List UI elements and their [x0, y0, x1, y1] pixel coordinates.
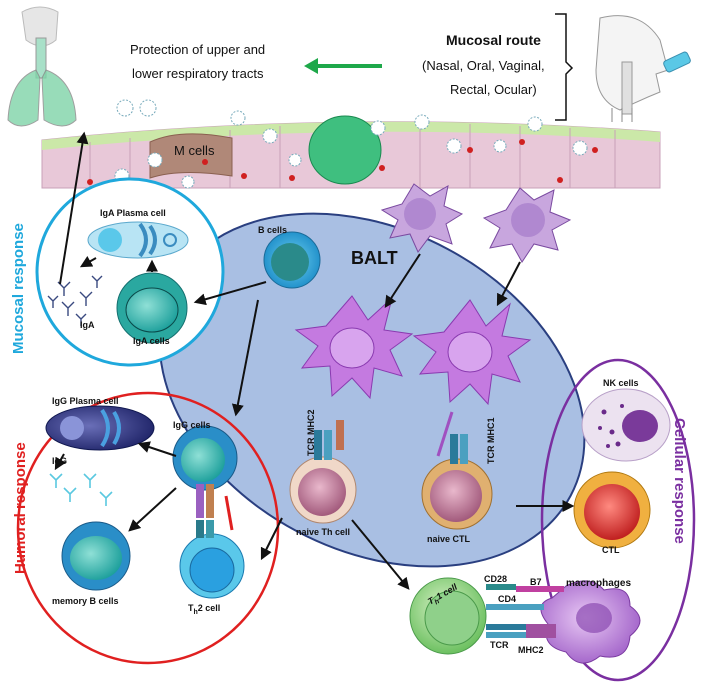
route-line2: Rectal, Ocular) — [450, 82, 537, 97]
tcr-mhc2-receptor — [314, 420, 344, 460]
th2-label: Th2 cell — [188, 603, 220, 616]
b-cell — [263, 231, 321, 289]
iga-cells-label: IgA cells — [133, 336, 170, 346]
cd28-label: CD28 — [484, 574, 508, 584]
igg-th2-receptor — [196, 484, 234, 538]
nasal-spray-face-icon — [595, 15, 691, 122]
nk-granules — [598, 404, 624, 448]
b-cells-label: B cells — [258, 225, 288, 235]
cd4-label: CD4 — [498, 594, 517, 604]
naive-th-label: naive Th cell — [296, 527, 351, 537]
dendritic-cell-2 — [482, 187, 572, 263]
antigen-particles — [103, 99, 588, 199]
naive-ctl-label: naive CTL — [427, 534, 471, 544]
tcr-mhc1-label: TCR MHC1 — [486, 417, 496, 465]
ctl-cell — [573, 471, 651, 549]
ctl-label: CTL — [602, 545, 620, 555]
route-line1: (Nasal, Oral, Vaginal, — [422, 58, 545, 73]
humoral-response-label: Humoral response — [12, 442, 29, 574]
balt-title: BALT — [351, 248, 398, 268]
antigen-red-markers — [87, 139, 598, 185]
mhc2-label: MHC2 — [518, 645, 544, 655]
protection-line1: Protection of upper and — [130, 42, 266, 57]
green-arrow-head — [304, 58, 318, 74]
th2-label-sub: h — [193, 608, 198, 616]
humoral-label-a: Humoral — [12, 513, 29, 574]
route-bracket — [555, 13, 574, 121]
th2-label-main: T — [188, 603, 194, 613]
memory-b-label: memory B cells — [52, 596, 119, 606]
igg-cells-label: IgG cells — [173, 420, 211, 430]
th2-label-rest: 2 cell — [197, 603, 221, 613]
th1-macrophage-receptors — [486, 584, 564, 638]
route-title: Mucosal route — [446, 32, 541, 48]
igg-plasma-label: IgG Plasma cell — [52, 396, 119, 406]
igg-label: IgG — [52, 456, 67, 466]
naive-th-cell — [289, 456, 357, 524]
nk-label: NK cells — [603, 378, 639, 388]
dendritic-cell-1 — [380, 183, 464, 253]
nk-cell — [581, 388, 671, 462]
m-cell-shape — [149, 133, 233, 179]
mucosal-label-b: response — [10, 223, 27, 294]
mucosal-response-circle — [35, 177, 225, 367]
tcr-mhc2-label: TCR MHC2 — [306, 409, 316, 457]
memory-b-cell — [61, 521, 131, 591]
flow-arrows — [54, 131, 575, 590]
igg-antibodies — [49, 473, 113, 506]
th2-cell — [179, 533, 245, 599]
cellular-response-label: Cellular response — [671, 418, 688, 544]
iga-plasma-cell — [87, 221, 189, 259]
cellular-response-ellipse — [540, 358, 696, 682]
naive-ctl-cell — [421, 458, 493, 530]
igg-plasma-cell — [45, 405, 155, 451]
iga-plasma-label: IgA Plasma cell — [100, 208, 166, 218]
lymphoid-follicle — [308, 115, 382, 185]
epithelium-layer — [41, 115, 661, 189]
mucosal-label-a: Mucosal — [10, 293, 27, 354]
th1-cell — [409, 577, 487, 655]
m-cells-label: M cells — [174, 143, 215, 158]
b7-label: B7 — [530, 577, 542, 587]
igg-cell — [172, 425, 238, 491]
tcr-mhc1-receptor — [436, 411, 468, 464]
macrophage-cell — [540, 580, 641, 664]
humoral-label-b: response — [12, 442, 29, 514]
mucosal-response-label: Mucosal response — [10, 223, 27, 354]
dendritic-cell-3 — [294, 295, 414, 400]
iga-label: IgA — [80, 320, 95, 330]
protection-line2: lower respiratory tracts — [132, 66, 264, 81]
dendritic-cell-4 — [412, 299, 532, 406]
macrophages-label: macrophages — [566, 578, 632, 589]
tcr-label: TCR — [490, 640, 509, 650]
iga-cell — [116, 272, 188, 344]
lungs-icon — [7, 6, 77, 127]
